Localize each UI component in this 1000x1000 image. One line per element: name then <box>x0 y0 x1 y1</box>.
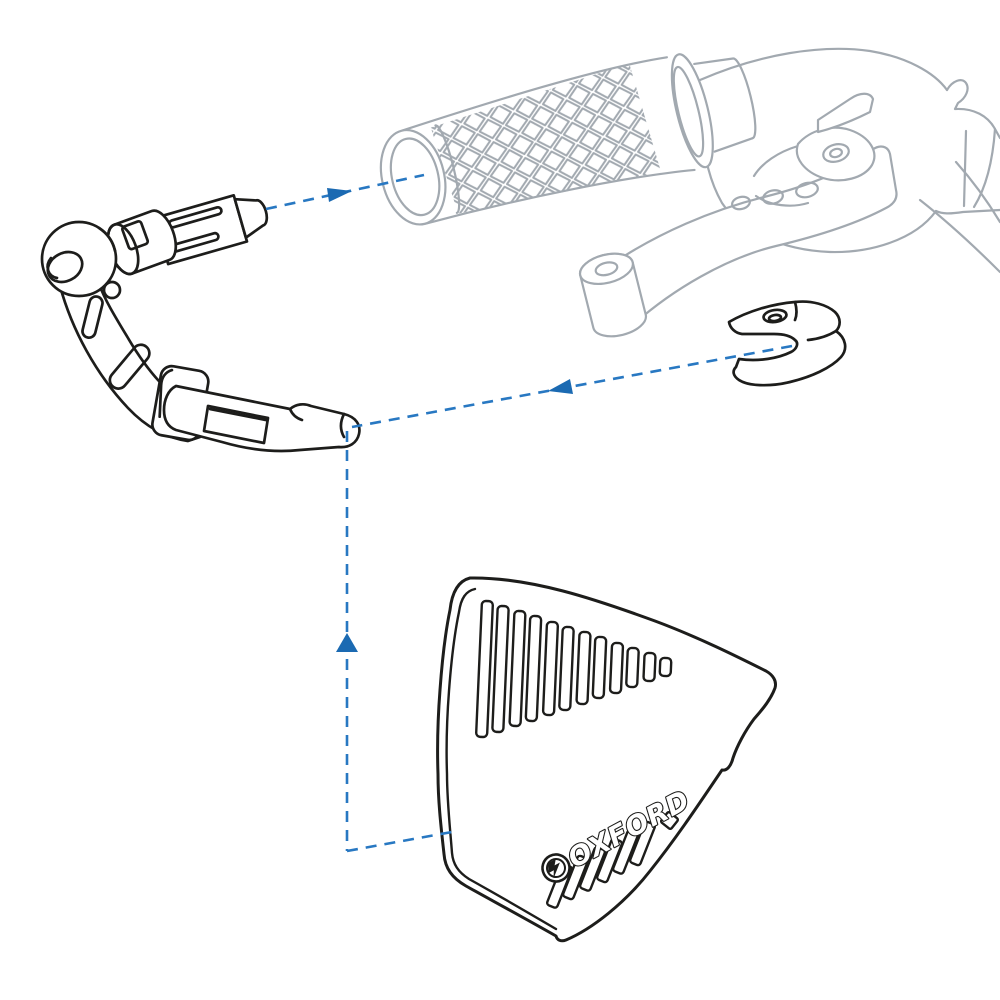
protector-socket-edge <box>158 368 174 418</box>
shield-vent-diamond <box>659 810 680 831</box>
lever-perch-right-inner <box>962 129 968 208</box>
grip-end-band <box>434 124 461 214</box>
shield-outline <box>436 576 777 943</box>
handlebar-grip <box>379 53 757 226</box>
lever-cam-arm-lower <box>754 194 810 207</box>
clamp-adapter-hole-inner <box>767 313 783 323</box>
blade-hole-3 <box>795 181 819 199</box>
protector-collar-key <box>121 220 150 251</box>
protector-end-cap-recess-shade <box>46 256 59 280</box>
protector-expander-cone <box>233 197 269 239</box>
guard-bar-hook-face <box>339 412 346 439</box>
grip-flange-inner <box>672 65 705 158</box>
arrow-up-icon <box>336 633 358 652</box>
brand-logo-flash-icon <box>547 859 560 879</box>
clamp-adapter-inner-edge <box>806 329 838 342</box>
lever-perch-right-face <box>972 127 997 209</box>
blade-end-cylinder-top <box>578 252 634 285</box>
lever-perch-top <box>698 47 949 92</box>
grip-tube-bottom <box>713 137 754 153</box>
protector-arm-slot-small <box>81 295 104 340</box>
grip-outline-top <box>401 56 668 132</box>
brand-logo-ring-inner <box>546 858 566 878</box>
shield-top-vents <box>475 599 673 739</box>
lever-cam-bore-inner <box>829 147 843 159</box>
handguard-shield: OXFORD <box>436 576 777 943</box>
guard-bar-recess <box>202 404 270 445</box>
guard-bar-hook-step <box>288 407 304 422</box>
clamp-adapter-body <box>727 300 847 387</box>
lever-cam-bore-outer <box>822 143 850 163</box>
guide-line-shield-elbow <box>346 830 453 853</box>
protector-arm-hole <box>102 280 122 300</box>
handlebar-exit-upper <box>954 160 1000 224</box>
bar-end-lever-protector <box>40 194 361 453</box>
assembly-guides <box>265 173 793 853</box>
grip-tube-top <box>693 57 735 66</box>
protector-end-cap-rim <box>97 226 117 253</box>
arrow-right-icon <box>327 188 352 202</box>
protector-end-cap-recess <box>46 250 84 284</box>
blade-end-cylinder-hole <box>594 261 619 277</box>
lever-perch-hook <box>945 79 1000 140</box>
lever-pivot-wedge <box>816 92 875 134</box>
lever-clamp-adapter <box>727 300 847 387</box>
grip-knurl-texture <box>430 63 662 214</box>
grip-outline-bottom <box>424 168 696 225</box>
lever-cam-arm-upper <box>752 144 800 178</box>
clamp-adapter-crease <box>793 300 798 322</box>
blade-hole-1 <box>731 195 751 211</box>
shield-inner-rim <box>445 587 558 931</box>
handlebar-exit-lower <box>918 198 1000 274</box>
grip-tube-end <box>731 57 757 140</box>
lever-perch-lower-exit <box>934 208 1000 215</box>
guide-line-adapter-to-protector <box>351 344 793 429</box>
protector-arm-slot-large <box>108 343 151 390</box>
guard-bar-recess-edge <box>208 407 268 422</box>
blade-hole-2 <box>762 189 784 205</box>
arrow-left-icon <box>548 379 573 394</box>
grip-open-end-inner <box>389 137 441 217</box>
